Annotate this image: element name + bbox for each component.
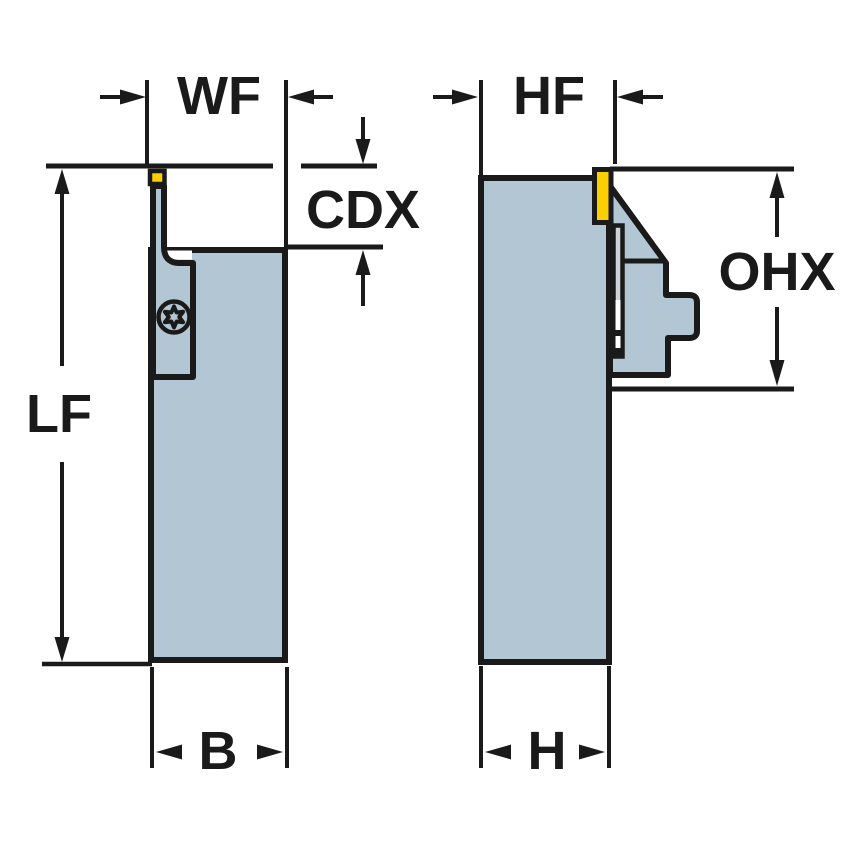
wf-label: WF [177,66,261,126]
cdx-arrow-up-icon [355,250,371,275]
wf-arrow-right-icon [288,89,314,105]
front-blade-clamp [150,183,196,380]
lf-label: LF [26,384,92,444]
h-arrow-right-icon [579,744,605,760]
blade-dash [614,330,622,336]
b-label: B [199,721,238,781]
ohx-arrow-down-icon [769,360,785,386]
blade-notch-upper [615,300,621,330]
side-view: HF OHX H [433,66,836,781]
h-label: H [528,721,567,781]
h-arrow-left-icon [485,744,511,760]
b-arrow-left-icon [156,744,182,760]
wf-arrow-left-icon [120,89,146,105]
hf-label: HF [513,66,585,126]
lf-arrow-down-icon [54,637,70,662]
side-clamp-head [607,183,700,378]
front-view: WF CDX LF B [26,66,420,781]
hf-arrow-right-icon [617,89,643,105]
lf-arrow-up-icon [54,169,70,194]
torx-star-icon [162,304,186,330]
front-insert [147,168,167,187]
b-arrow-right-icon [257,744,283,760]
cdx-label: CDX [306,180,420,240]
hf-arrow-left-icon [452,89,478,105]
blade-notch-lower [615,336,621,348]
front-relief-gap [162,250,192,260]
blade-end-cap [613,348,623,357]
side-shank-body [478,175,612,665]
cdx-arrow-down-icon [355,139,371,164]
ohx-label: OHX [718,242,835,302]
ohx-arrow-up-icon [769,172,785,198]
side-insert [592,167,614,225]
